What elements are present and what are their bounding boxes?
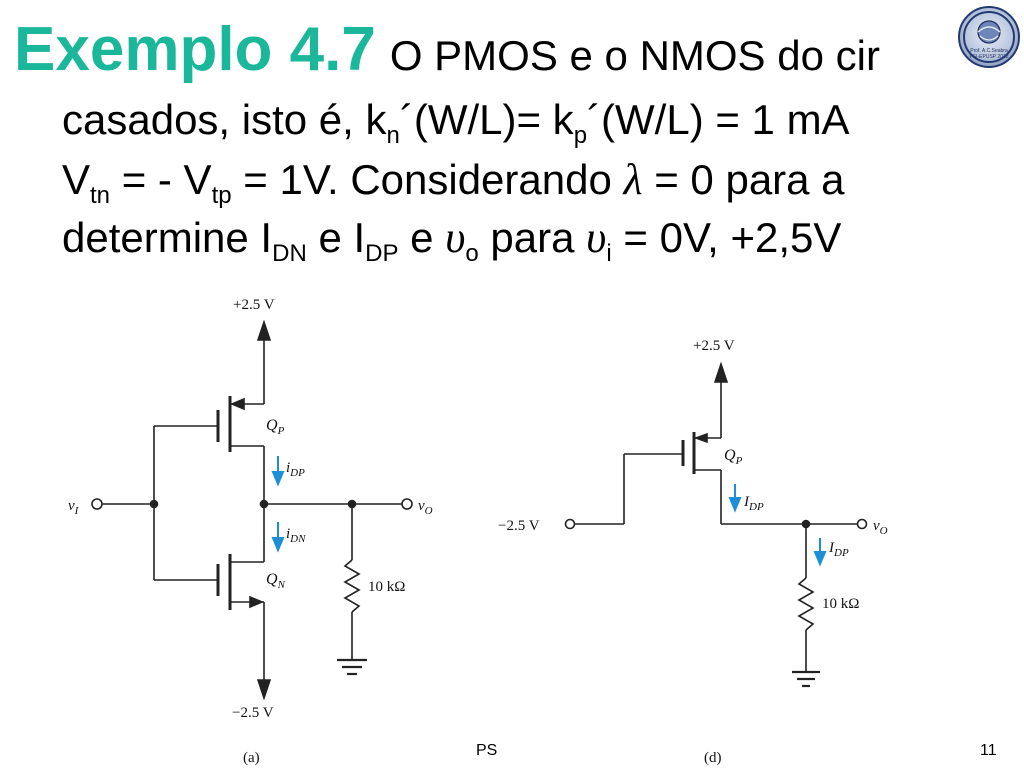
lambda-symbol: λ (623, 155, 643, 204)
idp-arrowhead-d2 (813, 551, 827, 567)
circuit-d (564, 361, 868, 688)
current-arrows-a (271, 456, 285, 553)
idp-label-a: iDP (286, 460, 305, 479)
circuit-a (91, 319, 413, 701)
input-junction-a (149, 499, 159, 509)
idp-label-d1: IDP (743, 494, 764, 513)
idp-label-d2: IDP (828, 540, 849, 559)
idp-arrowhead-d1 (728, 497, 742, 513)
example-number: Exemplo 4.7 (14, 15, 376, 84)
input-terminal-d (564, 518, 576, 530)
supply-top-label-a: +2.5 V (233, 297, 275, 313)
output-label-a: vO (418, 498, 433, 517)
idn-arrowhead-a (271, 537, 285, 553)
idp-arrowhead-a (271, 471, 285, 487)
vdd-arrow-a (256, 319, 272, 341)
input-voltage-label-d: −2.5 V (498, 518, 540, 534)
statement-line-1: O PMOS e o NMOS do cir (389, 32, 880, 79)
current-arrows-d (728, 484, 827, 567)
caption-d: (d) (704, 750, 722, 766)
resistor-10k-d (797, 577, 815, 631)
supply-bottom-label-a: −2.5 V (232, 705, 274, 721)
qn-label-a: QN (266, 571, 286, 591)
footer-course: PS (476, 742, 498, 759)
output-terminal-a (401, 498, 413, 510)
qp-source-arrow (229, 397, 245, 411)
svg-text:Prof. A.C.Seabra: Prof. A.C.Seabra (970, 48, 1008, 54)
idn-label-a: iDN (286, 526, 306, 545)
statement-line-3: Vtn = - Vtp = 1V. Considerando λ = 0 par… (62, 155, 845, 209)
resistor-label-a: 10 kΩ (368, 579, 405, 595)
qn-source-arrow (249, 595, 265, 609)
slide-text-area: Exemplo 4.7 O PMOS e o NMOS do cir casado… (0, 0, 1024, 300)
statement-line-4: determine IDN e IDP e υo para υi = 0V, +… (62, 213, 842, 267)
svg-text:PSI-EPUSP 2012: PSI-EPUSP 2012 (969, 54, 1008, 60)
university-seal-logo: Prof. A.C.Seabra PSI-EPUSP 2012 (958, 6, 1020, 68)
statement-line-2: casados, isto é, kn´(W/L)= kp´(W/L) = 1 … (62, 96, 850, 149)
output-label-d: vO (873, 518, 888, 537)
qp-label-a: QP (266, 417, 285, 437)
input-terminal-a (91, 498, 103, 510)
page-number: 11 (980, 742, 997, 759)
resistor-label-d: 10 kΩ (822, 596, 859, 612)
vss-arrow-a (256, 679, 272, 701)
resistor-10k-a (343, 559, 361, 613)
qp-label-d: QP (724, 447, 743, 467)
output-terminal-d (856, 518, 868, 530)
supply-top-label-d: +2.5 V (693, 338, 735, 354)
vdd-arrow-d (713, 361, 729, 383)
slide-title: Exemplo 4.7 O PMOS e o NMOS do cir (14, 14, 880, 85)
caption-a: (a) (243, 750, 260, 766)
input-label-a: vI (68, 498, 80, 517)
qp-source-arrow-d (693, 432, 708, 444)
